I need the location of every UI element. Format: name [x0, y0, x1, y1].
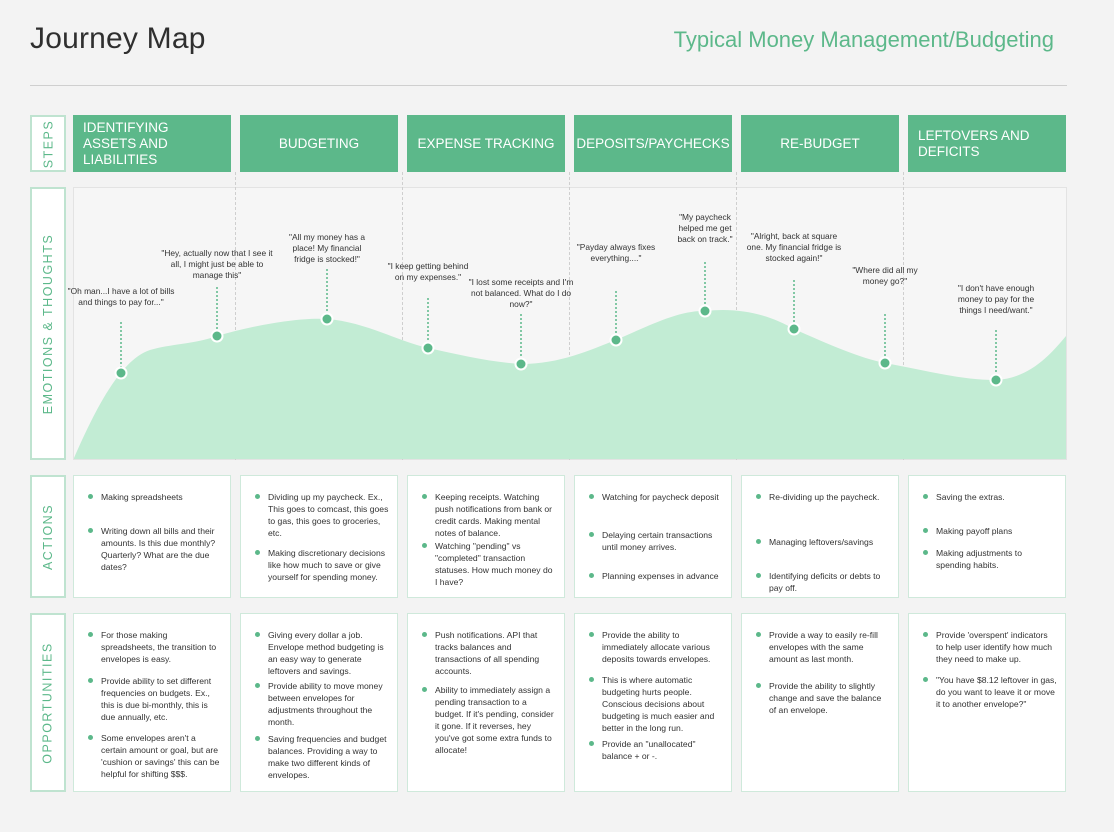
action-item: Managing leftovers/savings [756, 536, 890, 548]
marker-stems [120, 262, 997, 380]
emotion-quote: "I lost some receipts and I'm not balanc… [468, 277, 574, 309]
opportunities-card: Push notifications. API that tracks bala… [407, 613, 565, 792]
action-item: Planning expenses in advance [589, 570, 723, 582]
action-item: Delaying certain transactions until mone… [589, 529, 723, 553]
action-item: Watching "pending" vs "completed" transa… [422, 540, 556, 588]
step-header: RE-BUDGET [741, 115, 899, 172]
step-header: LEFTOVERS AND DEFICITS [908, 115, 1066, 172]
emotion-quote: "My paycheck helped me get back on track… [677, 212, 733, 244]
emotion-quote: "Oh man...I have a lot of bills and thin… [67, 286, 175, 307]
actions-card: Keeping receipts. Watching push notifica… [407, 475, 565, 598]
page-subtitle: Typical Money Management/Budgeting [673, 27, 1054, 52]
opportunity-item: Provide ability to move money between en… [255, 680, 389, 728]
opportunity-item: "You have $8.12 leftover in gas, do you … [923, 675, 1057, 709]
action-item: Re-dividing up the paycheck. [756, 491, 890, 503]
actions-card: Dividing up my paycheck. Ex., This goes … [240, 475, 398, 598]
action-item: Making spreadsheets [88, 491, 222, 503]
opportunity-item: Provide 'overspent' indicators to help u… [923, 629, 1057, 665]
action-item: Keeping receipts. Watching push notifica… [422, 491, 556, 539]
actions-card: Re-dividing up the paycheck. Managing le… [741, 475, 899, 598]
row-label-opportunities: OPPORTUNITIES [30, 613, 66, 792]
emotion-point [320, 312, 334, 326]
emotion-point [878, 356, 892, 370]
step-label: EXPENSE TRACKING [417, 135, 555, 151]
step-label: BUDGETING [278, 135, 360, 151]
emotion-quote: "Where did all my money go?" [852, 265, 918, 286]
row-label-emotions: EMOTIONS & THOUGHTS [30, 187, 66, 460]
step-header: IDENTIFYING ASSETS AND LIABILITIES [73, 115, 231, 172]
actions-card: Watching for paycheck deposit Delaying c… [574, 475, 732, 598]
actions-card: Making spreadsheets Writing down all bil… [73, 475, 231, 598]
header-divider [30, 85, 1067, 86]
action-item: Writing down all bills and their amounts… [88, 525, 222, 573]
row-label-steps: STEPS [30, 115, 66, 172]
markers [114, 304, 1003, 387]
step-label: IDENTIFYING ASSETS AND LIABILITIES [83, 119, 169, 167]
column-divider [402, 172, 403, 460]
action-item: Making discretionary decisions like how … [255, 547, 389, 583]
emotion-quote: "I don't have enough money to pay for th… [957, 283, 1035, 315]
opportunities-card: Provide the ability to immediately alloc… [574, 613, 732, 792]
column-divider [569, 172, 570, 460]
emotion-quote: "All my money has a place! My financial … [288, 232, 366, 264]
opportunity-item: Giving every dollar a job. Envelope meth… [255, 629, 389, 677]
emotion-point [114, 366, 128, 380]
emotion-quote: "I keep getting behind on my expenses." [387, 261, 469, 282]
emotion-point [514, 357, 528, 371]
action-item: Dividing up my paycheck. Ex., This goes … [255, 492, 389, 538]
emotion-point [698, 304, 712, 318]
opportunity-item: Provide the ability to immediately alloc… [589, 629, 723, 665]
emotion-quote: "Alright, back at square one. My financi… [746, 231, 842, 263]
opportunities-card: Giving every dollar a job. Envelope meth… [240, 613, 398, 792]
opportunities-card: Provide 'overspent' indicators to help u… [908, 613, 1066, 792]
step-header: DEPOSITS/PAYCHECKS [574, 115, 732, 172]
step-label: DEPOSITS/PAYCHECKS [576, 135, 730, 151]
opportunity-item: Some envelopes aren't a certain amount o… [88, 732, 222, 780]
opportunity-item: Provide an "unallocated" balance + or -. [589, 738, 723, 762]
step-header: BUDGETING [240, 115, 398, 172]
row-label-actions: ACTIONS [30, 475, 66, 598]
step-label: RE-BUDGET [780, 135, 860, 151]
action-item: Making payoff plans [923, 525, 1057, 537]
emotion-point [210, 329, 224, 343]
actions-card: Saving the extras. Making payoff plans M… [908, 475, 1066, 598]
action-item: Saving the extras. [923, 491, 1057, 503]
action-item: Making adjustments to spending habits. [923, 547, 1057, 571]
opportunities-card: For those making spreadsheets, the trans… [73, 613, 231, 792]
emotion-point [421, 341, 435, 355]
opportunity-item: Saving frequencies and budget balances. … [255, 733, 389, 781]
action-item: Identifying deficits or debts to pay off… [756, 570, 890, 594]
emotion-quote: "Hey, actually now that I see it all, I … [161, 248, 273, 280]
column-divider [235, 172, 236, 460]
opportunity-item: Provide ability to set different frequen… [88, 675, 222, 723]
opportunity-item: For those making spreadsheets, the trans… [88, 629, 222, 665]
opportunity-item: Ability to immediately assign a pending … [422, 684, 556, 756]
opportunity-item: Push notifications. API that tracks bala… [422, 629, 556, 677]
opportunity-item: Provide the ability to slightly change a… [756, 680, 890, 716]
emotion-curve-fill [74, 309, 1066, 459]
action-item: Watching for paycheck deposit [589, 491, 723, 503]
emotion-point [609, 333, 623, 347]
step-header: EXPENSE TRACKING [407, 115, 565, 172]
emotion-point [787, 322, 801, 336]
opportunity-item: Provide a way to easily re-fill envelope… [756, 629, 890, 665]
opportunities-card: Provide a way to easily re-fill envelope… [741, 613, 899, 792]
column-divider [903, 172, 904, 460]
emotion-point [989, 373, 1003, 387]
emotion-quote: "Payday always fixes everything...." [576, 242, 656, 263]
page-title: Journey Map [30, 22, 206, 55]
opportunity-item: This is where automatic budgeting hurts … [589, 674, 723, 734]
step-label: LEFTOVERS AND DEFICITS [918, 127, 1030, 159]
